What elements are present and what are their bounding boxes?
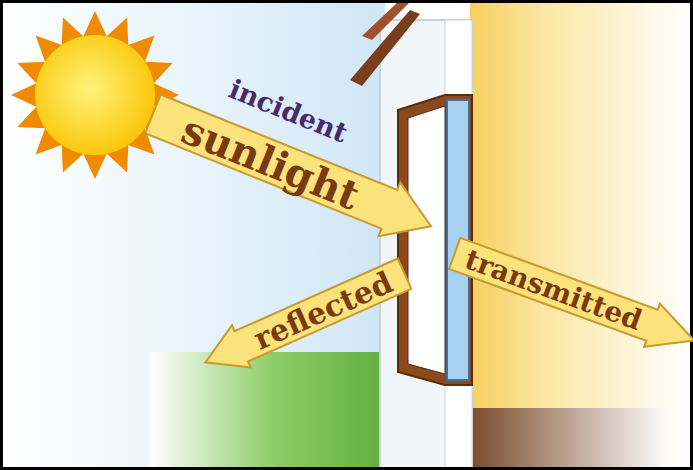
floor: [470, 408, 670, 470]
arrow-body: [196, 253, 414, 384]
sun-rays: [11, 11, 179, 179]
arrow-body: [446, 232, 693, 362]
roof-edge: [362, 0, 412, 40]
room-interior: [470, 0, 693, 470]
grass: [150, 352, 390, 470]
window-sill-inner: [408, 106, 445, 374]
sun: [35, 35, 155, 155]
